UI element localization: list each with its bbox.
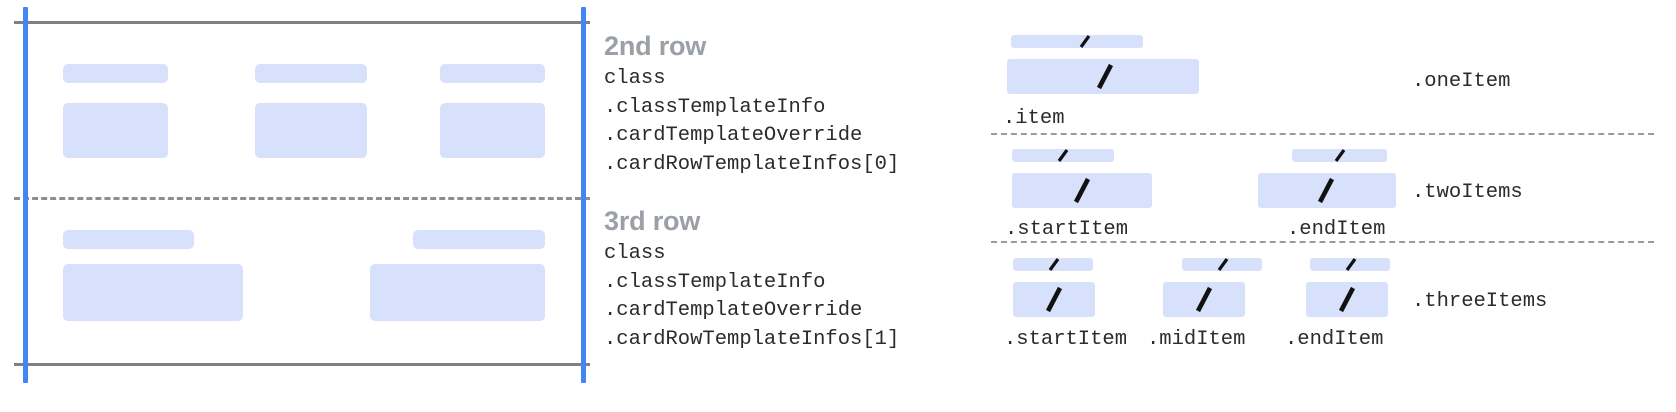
one-item-slot-label: .item [1003, 107, 1065, 130]
three-items-end-slot-label: .endItem [1285, 328, 1384, 351]
annotation-code-line: class [604, 242, 666, 265]
row1-col3-title-placeholder [440, 64, 545, 83]
slash-glyph-icon [1163, 282, 1245, 317]
three-items-start-slot-label: .startItem [1004, 328, 1128, 351]
one-item-group-label: .oneItem [1412, 70, 1511, 93]
card-left-guide-line [23, 7, 28, 383]
annotation-title: 3rd row [604, 206, 701, 236]
two-items-start-slot-label: .startItem [1005, 218, 1129, 241]
annotation-code-line: .cardRowTemplateInfos[1] [604, 327, 900, 351]
three-items-end-title-slot [1310, 258, 1390, 271]
annotation-block-3rd-row: 3rd row class .classTemplateInfo .cardTe… [604, 206, 899, 354]
three-items-group-label: .threeItems [1412, 290, 1548, 313]
row1-col2-title-placeholder [255, 64, 367, 83]
two-items-group-label: .twoItems [1412, 181, 1523, 204]
slash-glyph-icon [1310, 258, 1390, 271]
two-items-end-slot-label: .endItem [1287, 218, 1386, 241]
card-bottom-rule [14, 363, 590, 366]
slash-glyph-icon [1013, 282, 1095, 317]
row1-col1-title-placeholder [63, 64, 168, 83]
three-items-mid-body-slot [1163, 282, 1245, 317]
row2-col2-title-placeholder [413, 230, 545, 249]
card-top-rule [14, 21, 590, 24]
card-row-2 [0, 198, 600, 368]
two-items-start-body-slot [1012, 173, 1152, 208]
annotation-code-line: .cardRowTemplateInfos[0] [604, 152, 900, 176]
annotation-title: 2nd row [604, 31, 707, 61]
three-items-start-body-slot [1013, 282, 1095, 317]
row2-col1-body-placeholder [63, 264, 243, 321]
left-card-diagram [0, 0, 600, 412]
row1-col3-body-placeholder [440, 103, 545, 158]
three-items-mid-title-slot [1182, 258, 1262, 271]
three-items-end-body-slot [1306, 282, 1388, 317]
row2-col2-body-placeholder [370, 264, 545, 321]
row-separator-dashed-rule [14, 197, 590, 200]
annotation-code-line: .classTemplateInfo [604, 95, 826, 119]
variant-two-items: .startItem .endItem .twoItems [1005, 149, 1523, 241]
variant-separator-dashed-1 [991, 133, 1654, 135]
row1-col1-body-placeholder [63, 103, 168, 158]
annotation-block-2nd-row: 2nd row class .classTemplateInfo .cardTe… [604, 31, 899, 179]
slash-glyph-icon [1306, 282, 1388, 317]
card-right-guide-line [581, 7, 586, 383]
annotation-code-line: class [604, 67, 666, 90]
variant-separator-dashed-2 [991, 241, 1654, 243]
annotation-code-line: .classTemplateInfo [604, 270, 826, 294]
slash-glyph-icon [1013, 258, 1093, 271]
card-row-1 [0, 0, 600, 198]
annotation-code-line: .cardTemplateOverride [604, 124, 863, 148]
three-items-mid-slot-label: .midItem [1147, 328, 1246, 351]
annotation-code-line: .cardTemplateOverride [604, 299, 863, 323]
row2-col1-title-placeholder [63, 230, 194, 249]
row1-col2-body-placeholder [255, 103, 367, 158]
three-items-start-title-slot [1013, 258, 1093, 271]
slash-glyph-icon [1182, 258, 1262, 271]
